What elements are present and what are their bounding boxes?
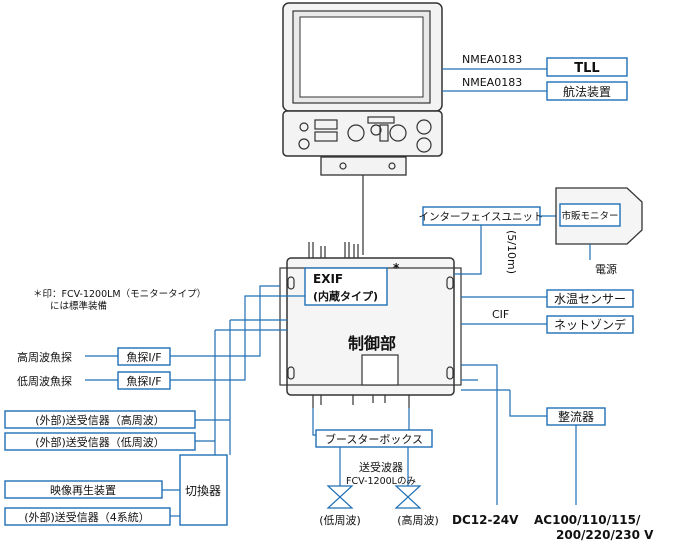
exif-star: * <box>393 261 400 275</box>
booster-box-label: ブースターボックス <box>325 432 423 446</box>
cif-label: CIF <box>492 308 509 321</box>
nmea-label-top: NMEA0183 <box>462 53 522 66</box>
control-panel-keys <box>298 116 432 153</box>
high-freq-label: (高周波) <box>397 513 439 527</box>
rectifier-label: 整流器 <box>558 409 594 424</box>
ac-voltage-line-1: AC100/110/115/ <box>534 513 641 527</box>
transducer-high-icon <box>394 485 422 509</box>
transducer-label: 送受波器 <box>359 460 403 474</box>
interface-cable-length: (5/10m) <box>505 230 518 274</box>
commercial-monitor-label: 市販モニター <box>561 210 618 222</box>
transducer-low-icon <box>326 485 354 509</box>
fish-if-box-1: 魚探I/F <box>126 351 161 364</box>
control-unit-label: 制御部 <box>348 334 396 353</box>
exif-builtin-label: (内蔵タイプ) <box>313 289 378 303</box>
water-temp-sensor-label: 水温センサー <box>554 292 626 306</box>
exif-label: EXIF <box>313 272 343 286</box>
dc-voltage-label: DC12-24V <box>452 513 519 527</box>
low-freq-label: (低周波) <box>319 514 361 527</box>
switcher-label: 切換器 <box>185 484 221 498</box>
nav-device-box-label: 航法装置 <box>563 84 611 99</box>
note-line-1: ＊印：FCV-1200LM（モニタータイプ） <box>33 288 206 300</box>
ext-transceiver-hf: (外部)送受信器（高周波） <box>35 413 165 427</box>
monitor-unit <box>282 2 443 176</box>
commercial-monitor: 市販モニター <box>555 187 643 245</box>
note-line-2: には標準装備 <box>50 300 107 312</box>
control-unit: 制御部 <box>279 242 462 408</box>
tll-box-label: TLL <box>574 61 599 76</box>
ac-voltage-line-2: 200/220/230 V <box>556 528 654 542</box>
ext-transceiver-lf: (外部)送受信器（低周波） <box>35 435 165 449</box>
transducer-note: FCV-1200Lのみ <box>346 476 416 487</box>
interface-unit-label: インターフェイスユニット <box>418 211 543 223</box>
video-player-label: 映像再生装置 <box>50 483 116 497</box>
power-label: 電源 <box>595 262 617 276</box>
nmea-label-bottom: NMEA0183 <box>462 76 522 89</box>
ext-transceiver-4: (外部)送受信器（4系統） <box>24 510 150 524</box>
net-sonde-label: ネットゾンデ <box>554 317 626 332</box>
hf-fish-finder-label: 高周波魚探 <box>17 350 72 364</box>
fish-if-box-2: 魚探I/F <box>126 375 161 388</box>
lf-fish-finder-label: 低周波魚探 <box>17 375 72 388</box>
